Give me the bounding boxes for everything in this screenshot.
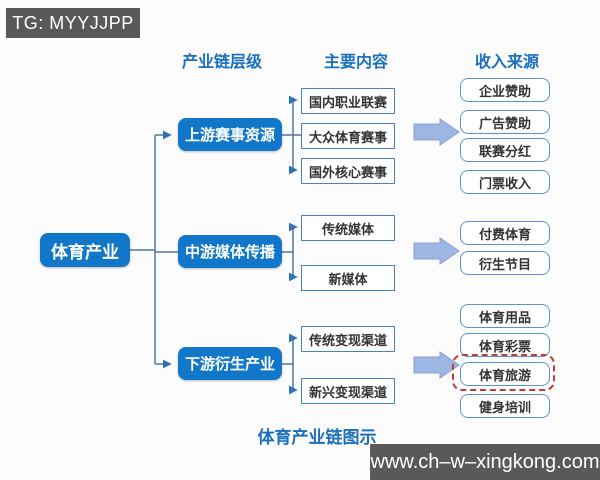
diagram-caption: 体育产业链图示 — [257, 428, 377, 447]
column-header-main-content: 主要内容 — [323, 54, 389, 71]
content-domestic-pro-leagues: 国内职业联赛 — [301, 88, 395, 114]
highlight-dashed-ring — [452, 354, 555, 391]
flow-arrow-icon-midstream — [413, 237, 460, 265]
income-ticket-revenue: 门票收入 — [460, 170, 550, 194]
flow-arrow-icon-downstream — [413, 351, 460, 379]
column-header-income-source: 收入来源 — [474, 54, 540, 71]
content-foreign-core-events: 国外核心赛事 — [301, 158, 395, 184]
column-header-chain-level: 产业链层级 — [181, 54, 263, 71]
income-derivative-programs: 衍生节目 — [460, 251, 550, 275]
content-new-media: 新媒体 — [301, 265, 395, 291]
income-league-dividends: 联赛分红 — [460, 138, 550, 162]
watermark-badge: TG: MYYJJPP — [6, 8, 140, 38]
income-ad-sponsorship: 广告赞助 — [460, 110, 550, 134]
node-downstream-derivative: 下游衍生产业 — [178, 347, 282, 380]
node-upstream-event-resources: 上游赛事资源 — [178, 118, 282, 151]
flow-arrow-icon-upstream — [413, 118, 460, 146]
root-spine-line — [130, 135, 156, 364]
node-midstream-media: 中游媒体传播 — [178, 235, 282, 268]
content-traditional-media: 传统媒体 — [301, 215, 395, 241]
upstream-fanout-line — [282, 100, 301, 170]
income-sporting-goods: 体育用品 — [460, 304, 550, 328]
income-fitness-training: 健身培训 — [460, 394, 550, 418]
website-watermark: www.ch–w–xingkong.com — [370, 444, 600, 480]
income-corporate-sponsorship: 企业赞助 — [460, 78, 550, 102]
income-sports-tourism: 体育旅游 — [460, 362, 550, 386]
node-sports-industry: 体育产业 — [40, 233, 130, 267]
downstream-fanout-line — [282, 338, 294, 390]
midstream-fanout-line — [282, 227, 294, 277]
content-mass-sports-events: 大众体育赛事 — [301, 123, 395, 149]
income-paid-sports: 付费体育 — [460, 221, 550, 245]
content-traditional-monetization: 传统变现渠道 — [301, 326, 395, 352]
content-new-monetization: 新兴变现渠道 — [301, 378, 395, 404]
income-sports-lottery: 体育彩票 — [460, 333, 550, 357]
